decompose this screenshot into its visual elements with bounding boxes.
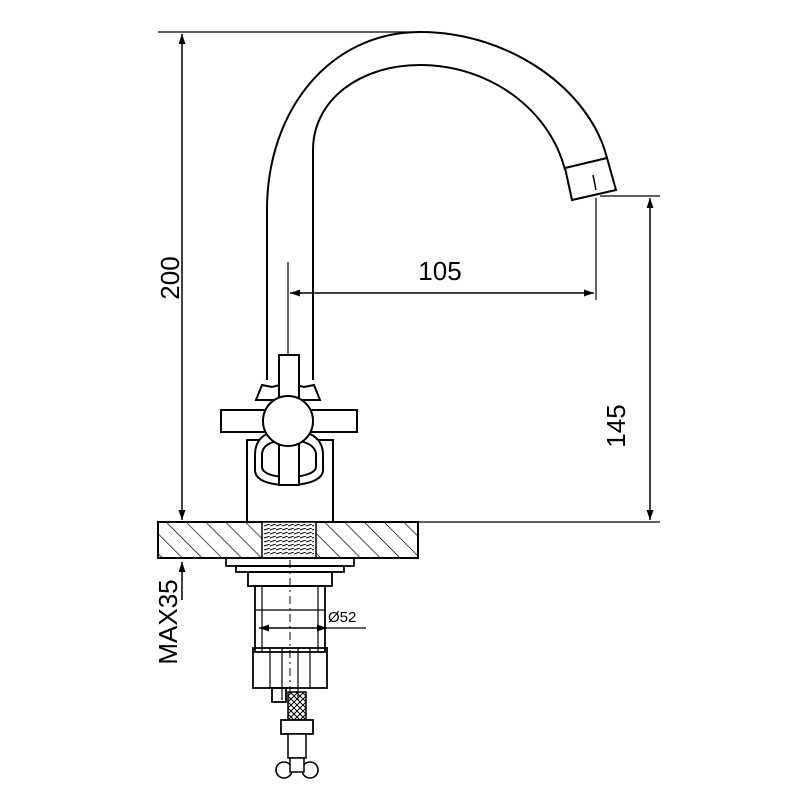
dimension-max-thickness: MAX35 [153, 562, 186, 665]
cross-handle [220, 354, 358, 486]
dimension-label-105: 105 [418, 256, 461, 286]
dimension-spout-reach: 105 [290, 212, 597, 300]
dimension-label-diameter: Ø52 [328, 609, 356, 626]
aerator-nozzle [563, 156, 618, 212]
dimension-spout-height: 145 [600, 195, 660, 520]
dimension-label-max35: MAX35 [153, 579, 183, 664]
dimension-label-200: 200 [155, 256, 185, 299]
dimension-hole-diameter: Ø52 [259, 609, 366, 632]
spout [266, 30, 608, 380]
dimension-label-145: 145 [601, 404, 631, 447]
countertop-section [157, 521, 419, 559]
dimension-total-height: 200 [155, 31, 420, 520]
flexible-hose [275, 691, 319, 779]
